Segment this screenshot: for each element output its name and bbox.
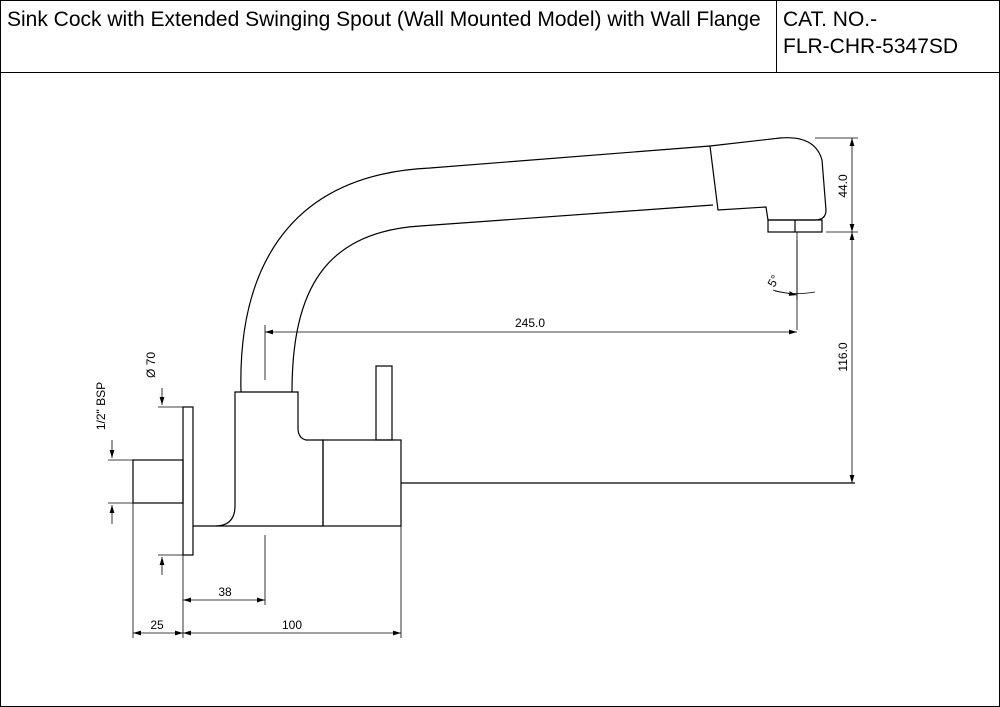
technical-drawing: 245.0 44.0 116.0 5° Ø 70 1/2" BSP 38 25 … [94, 137, 858, 638]
catalog-number: FLR-CHR-5347SD [783, 35, 959, 58]
faucet-outline [132, 137, 855, 556]
spout-inner [291, 204, 714, 393]
dim-wall-projection: 25 [150, 618, 164, 632]
dimension-lines [108, 137, 858, 638]
valve-body [193, 391, 324, 527]
dim-spout-height: 116.0 [836, 342, 850, 371]
wall-flange [182, 406, 194, 556]
spout-outer [240, 145, 711, 393]
product-title: Sink Cock with Extended Swinging Spout (… [7, 8, 761, 31]
thread-pipe [132, 459, 184, 504]
spout-head [709, 137, 827, 221]
dim-thread: 1/2" BSP [94, 382, 108, 430]
lever-handle [375, 365, 393, 441]
dim-outlet-height: 44.0 [836, 174, 850, 198]
dim-body-to-spout: 38 [218, 585, 232, 599]
dim-flange-diameter: Ø 70 [144, 352, 158, 378]
dim-spout-reach: 245.0 [515, 316, 545, 330]
catalog-label: CAT. NO.- [783, 8, 878, 31]
dim-body-length: 100 [282, 618, 302, 632]
dim-outlet-angle: 5° [765, 272, 783, 289]
title-cell: Sink Cock with Extended Swinging Spout (… [1, 1, 777, 73]
handle-housing [322, 439, 402, 527]
catalog-cell: CAT. NO.- FLR-CHR-5347SD [777, 1, 999, 73]
